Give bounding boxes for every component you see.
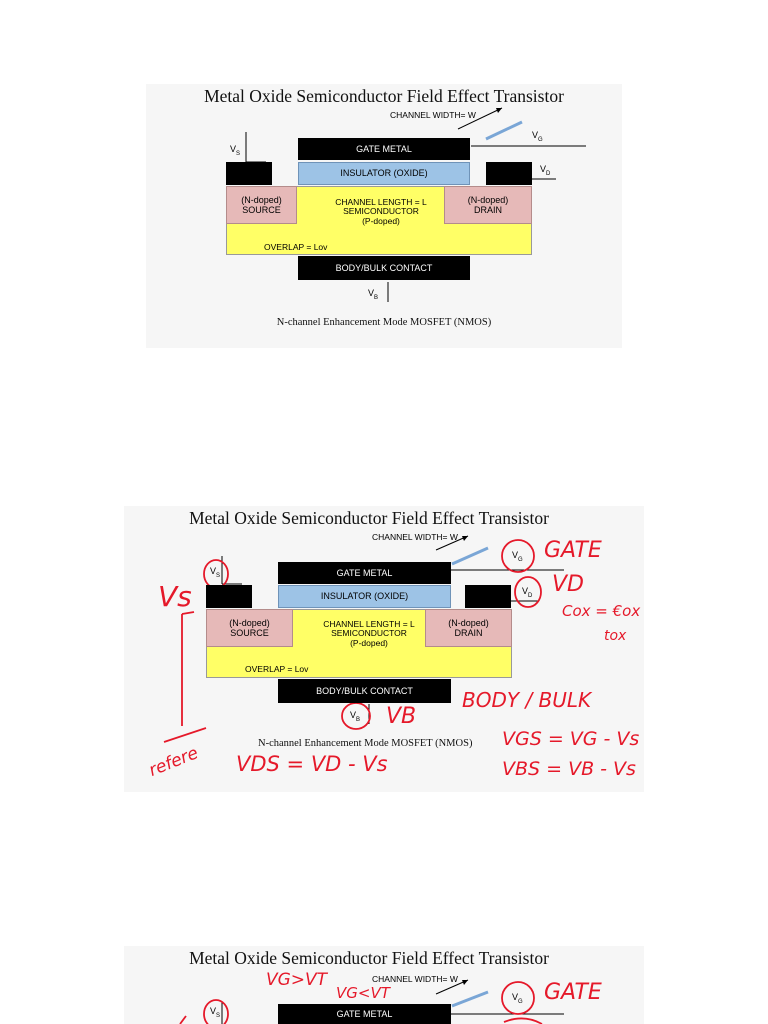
gate-metal: GATE METAL (298, 138, 470, 160)
ink-tox: tox (604, 628, 627, 644)
vs-terminal: VS (210, 1006, 221, 1019)
slide-1: Metal Oxide Semiconductor Field Effect T… (146, 84, 622, 348)
slide-title: Metal Oxide Semiconductor Field Effect T… (204, 86, 564, 106)
ink-gate: GATE (544, 980, 602, 1005)
ink-body-bulk: BODY / BULK (462, 688, 592, 712)
slide-3: Metal Oxide Semiconductor Field Effect T… (124, 946, 644, 1024)
body-bulk-contact: BODY/BULK CONTACT (298, 256, 470, 280)
ink-vb: VB (386, 704, 417, 729)
slide-2: Metal Oxide Semiconductor Field Effect T… (124, 506, 644, 792)
ink-vd: VD (552, 572, 584, 597)
gate-metal: GATE METAL (278, 562, 451, 584)
ink-vds: VDS = VD - Vs (236, 752, 388, 776)
diagram-lines (179, 979, 564, 1024)
vd-terminal: VD (540, 164, 551, 177)
source-region: (N-doped) SOURCE (226, 186, 297, 224)
ink-vbs: VBS = VB - Vs (502, 758, 636, 780)
vg-terminal: VG (512, 992, 523, 1005)
ink-vg-lt-vt: VG<VT (336, 984, 390, 1002)
vb-terminal: VB (350, 710, 361, 723)
slide-title: Metal Oxide Semiconductor Field Effect T… (189, 948, 549, 968)
drain-contact (465, 585, 511, 608)
channel-width-label: CHANNEL WIDTH= W (390, 110, 476, 120)
drain-region: (N-doped) DRAIN (425, 609, 512, 647)
body-bulk-contact: BODY/BULK CONTACT (278, 679, 451, 703)
vd-terminal: VD (522, 586, 533, 599)
source-contact (206, 585, 252, 608)
ink-gate: GATE (544, 538, 602, 563)
ink-vgs: VGS = VG - Vs (502, 728, 640, 750)
ink-vs: Vs (158, 580, 192, 613)
channel-width-label: CHANNEL WIDTH= W (372, 532, 458, 542)
channel-width-label: CHANNEL WIDTH= W (372, 974, 458, 984)
source-region: (N-doped) SOURCE (206, 609, 293, 647)
drain-contact (486, 162, 532, 185)
channel-label: CHANNEL LENGTH = L SEMICONDUCTOR (P-dope… (323, 619, 415, 648)
ink-vg-gt-vt: VG>VT (266, 970, 328, 990)
drain-region: (N-doped) DRAIN (444, 186, 532, 224)
insulator-oxide: INSULATOR (OXIDE) (298, 162, 470, 185)
slide-title: Metal Oxide Semiconductor Field Effect T… (189, 508, 549, 528)
vb-terminal: VB (368, 288, 379, 301)
vg-terminal: VG (512, 550, 523, 563)
slide-subtitle: N-channel Enhancement Mode MOSFET (NMOS) (276, 317, 492, 328)
gate-metal: GATE METAL (278, 1004, 451, 1024)
vg-terminal: VG (532, 130, 543, 143)
slide-subtitle: N-channel Enhancement Mode MOSFET (NMOS) (258, 738, 473, 749)
source-contact (226, 162, 272, 185)
channel-label: CHANNEL LENGTH = L SEMICONDUCTOR (P-dope… (335, 197, 427, 226)
overlap-label: OVERLAP = Lov (245, 664, 309, 674)
ink-cox: Cox = €ox (562, 602, 641, 620)
overlap-label: OVERLAP = Lov (264, 242, 328, 252)
vs-terminal: VS (210, 566, 221, 579)
vs-terminal: VS (230, 144, 241, 157)
insulator-oxide: INSULATOR (OXIDE) (278, 585, 451, 608)
